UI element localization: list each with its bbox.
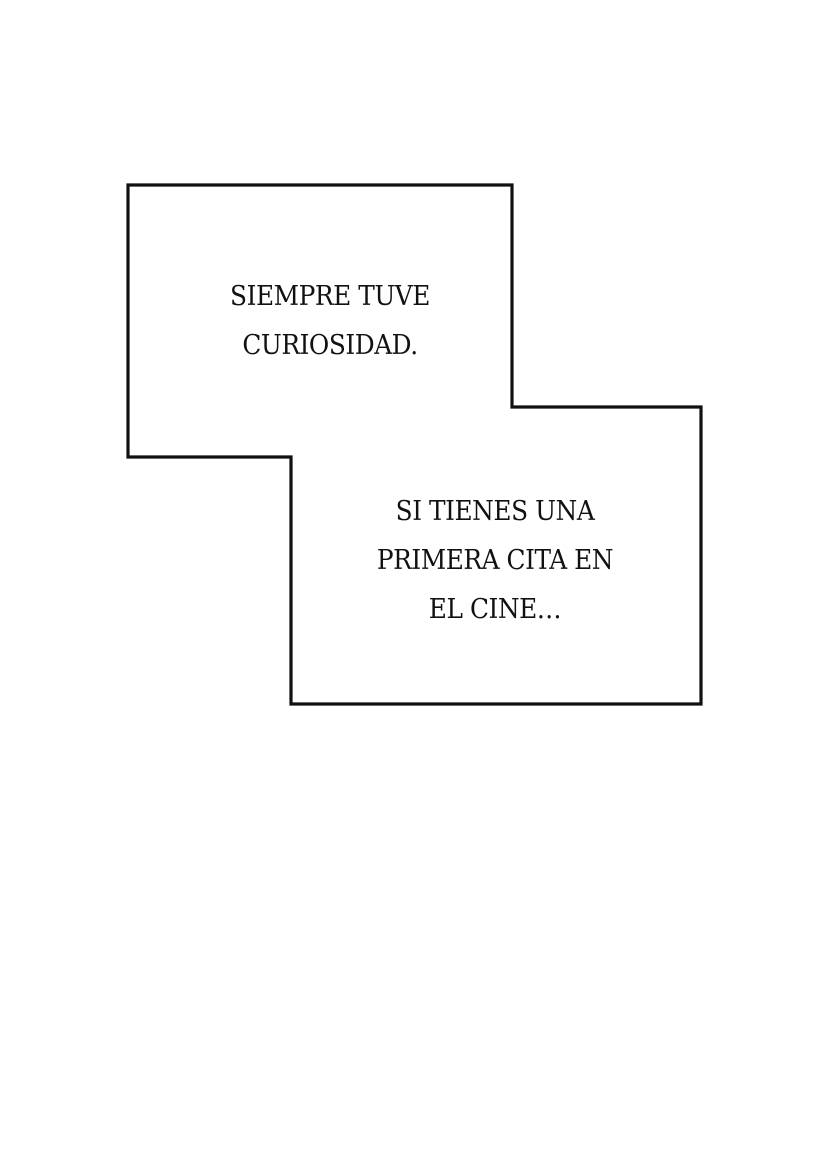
caption-line: SI TIENES UNA — [395, 496, 595, 527]
caption-line: PRIMERA CITA EN — [376, 545, 614, 576]
narration-caption-bottom: SI TIENES UNA PRIMERA CITA EN EL CINE… — [357, 487, 633, 634]
narration-caption-top: SIEMPRE TUVE CURIOSIDAD. — [192, 272, 468, 370]
caption-line: EL CINE… — [428, 594, 562, 625]
caption-line: CURIOSIDAD. — [242, 330, 418, 361]
caption-line: SIEMPRE TUVE — [230, 281, 430, 312]
